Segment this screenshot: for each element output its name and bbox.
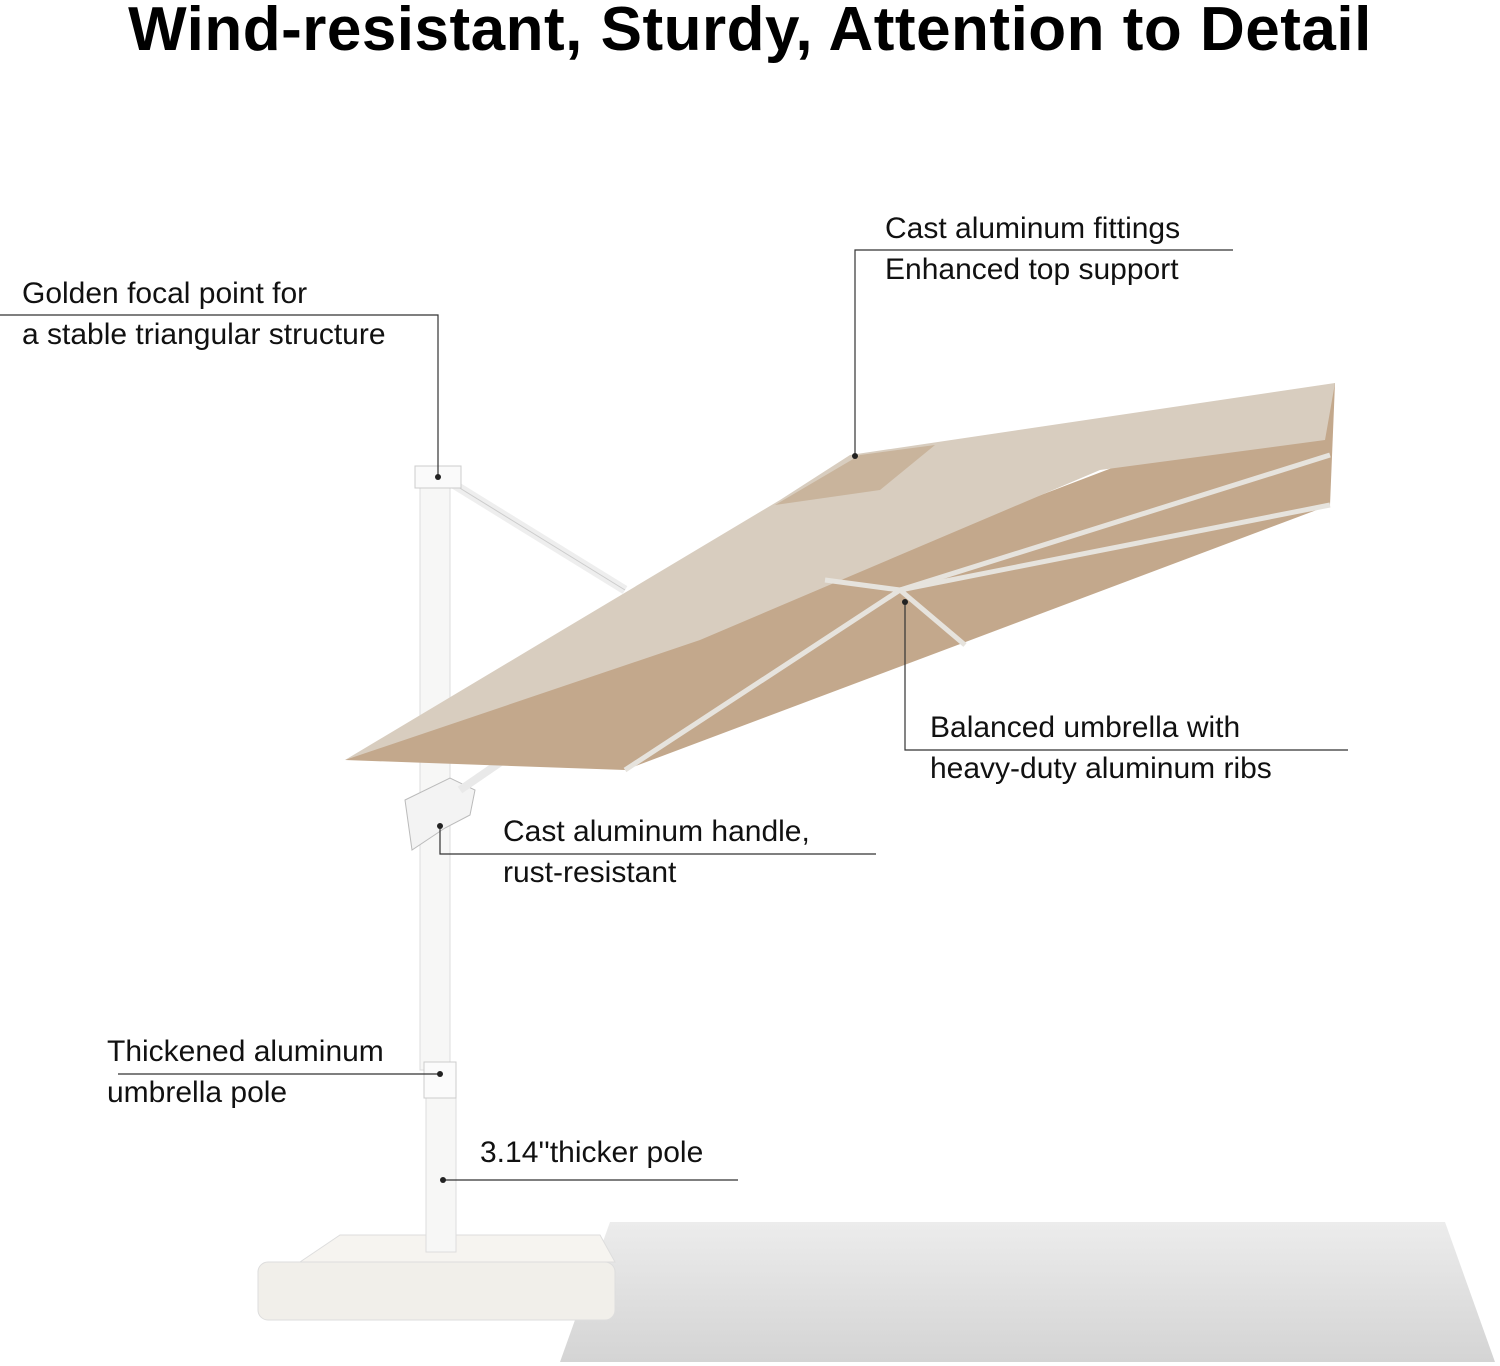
ground-shadow <box>560 1222 1495 1362</box>
leader-lines <box>0 249 1348 1181</box>
callout-ribs: Balanced umbrella with heavy-duty alumin… <box>930 707 1272 789</box>
callout-line: Thickened aluminum <box>107 1035 384 1068</box>
callout-handle: Cast aluminum handle, rust-resistant <box>503 811 810 893</box>
callout-pole: Thickened aluminum umbrella pole <box>107 1031 384 1113</box>
page-title: Wind-resistant, Sturdy, Attention to Det… <box>128 0 1372 64</box>
callout-thicker-pole: 3.14''thicker pole <box>480 1132 703 1173</box>
callout-fittings: Cast aluminum fittings Enhanced top supp… <box>885 208 1180 290</box>
callout-line: a stable triangular structure <box>22 318 386 351</box>
callout-focal-point: Golden focal point for a stable triangul… <box>22 273 386 355</box>
callout-line: Balanced umbrella with <box>930 711 1241 744</box>
callout-line: Cast aluminum fittings <box>885 212 1181 245</box>
callout-line: rust-resistant <box>503 856 677 889</box>
callout-line: Cast aluminum handle, <box>503 815 810 848</box>
callout-line: Golden focal point for <box>22 277 308 310</box>
umbrella-base <box>257 1234 616 1321</box>
umbrella-pole <box>404 465 628 1253</box>
callout-line: Enhanced top support <box>885 253 1179 286</box>
callout-line: umbrella pole <box>107 1076 288 1109</box>
callout-line: 3.14''thicker pole <box>480 1136 704 1169</box>
umbrella-canopy <box>345 383 1335 773</box>
callout-line: heavy-duty aluminum ribs <box>930 752 1272 785</box>
